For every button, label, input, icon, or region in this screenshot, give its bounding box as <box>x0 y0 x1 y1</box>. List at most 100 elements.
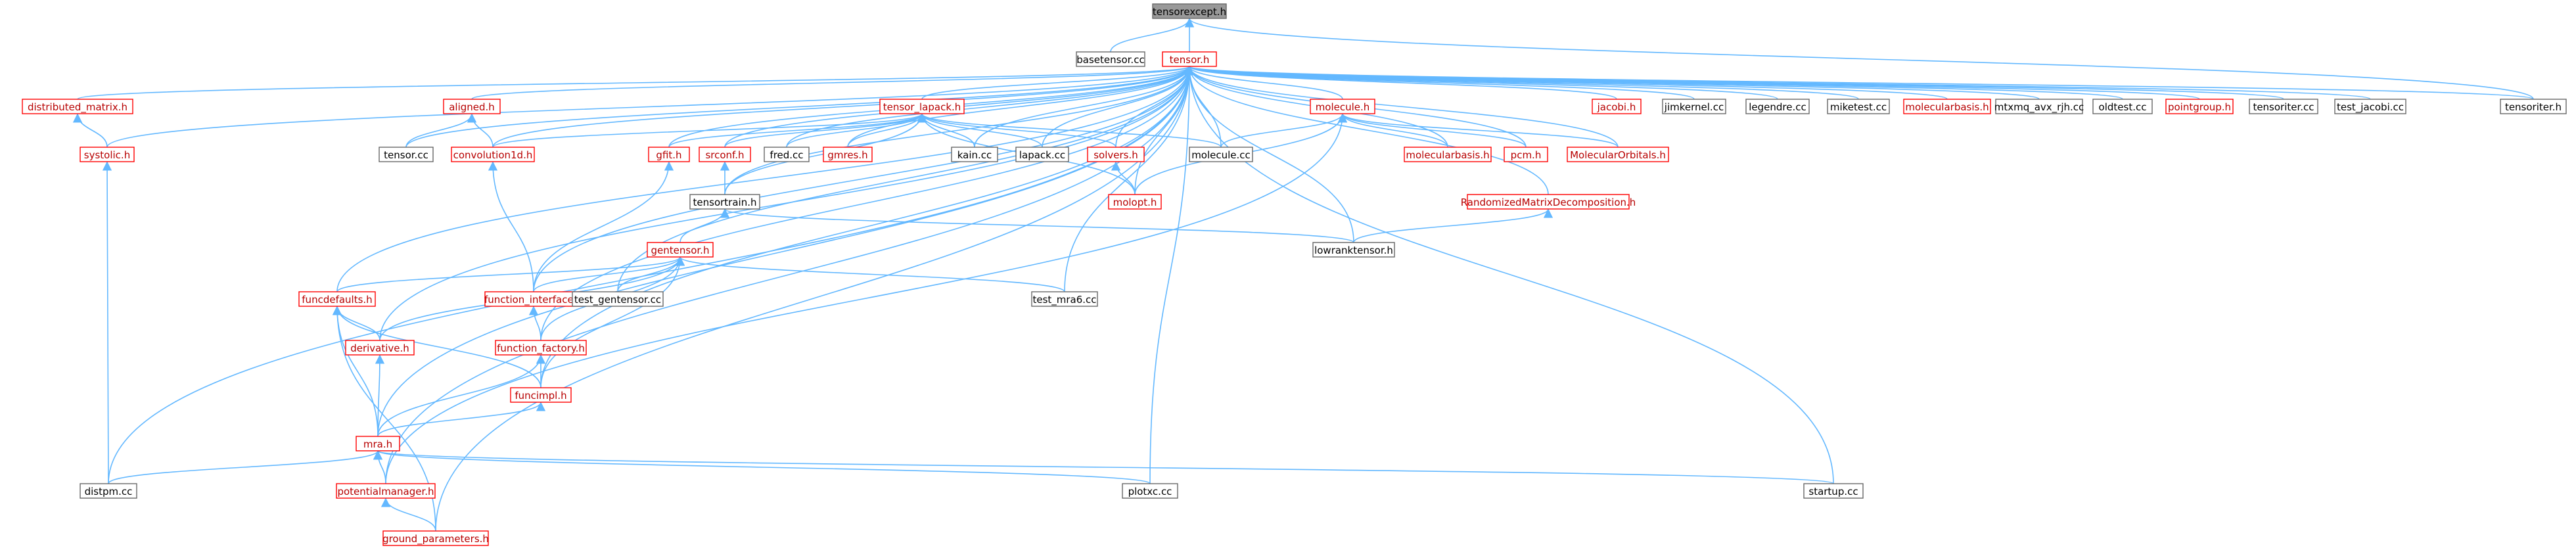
node-box <box>1310 99 1375 114</box>
node-gmres-h[interactable]: gmres.h <box>823 147 873 162</box>
node-gfit-h[interactable]: gfit.h <box>648 147 690 162</box>
node-funcdefaults-h[interactable]: funcdefaults.h <box>298 291 376 307</box>
edge-line <box>336 66 1195 292</box>
edge-distpm_cc-to-mra_h <box>108 450 382 484</box>
node-label: molecularbasis.h <box>1406 149 1489 161</box>
edge-line <box>1185 66 1617 100</box>
node-potentialmanager-h[interactable]: potentialmanager.h <box>336 483 436 499</box>
edge-rmd_h-to-tensor_h <box>1184 66 1549 195</box>
node-jimkernel-cc[interactable]: jimkernel.cc <box>1662 99 1726 114</box>
node-test-gentensor-cc[interactable]: test_gentensor.cc <box>572 291 664 307</box>
edge-line <box>533 256 685 292</box>
node-box <box>1504 147 1548 162</box>
edge-line <box>847 66 1195 148</box>
node-label: tensoriter.cc <box>2253 101 2314 113</box>
node-lowranktensor-h[interactable]: lowranktensor.h <box>1312 242 1395 258</box>
edge-line <box>379 66 1195 341</box>
edge-fred_cc-to-tensor_lapack_h <box>786 113 927 148</box>
node-box <box>1592 99 1642 114</box>
node-mra-h[interactable]: mra.h <box>356 436 400 451</box>
node-tensortrain-h[interactable]: tensortrain.h <box>689 194 760 210</box>
node-tensor-cc[interactable]: tensor.cc <box>379 147 434 162</box>
node-box <box>1152 3 1227 19</box>
node-molecule-cc[interactable]: molecule.cc <box>1189 147 1253 162</box>
node-tensor-h[interactable]: tensor.h <box>1162 51 1217 67</box>
edge-line <box>377 354 546 437</box>
node-tensoriter-cc[interactable]: tensoriter.cc <box>2249 99 2318 114</box>
node-funcimpl-h[interactable]: funcimpl.h <box>510 387 572 403</box>
edge-line <box>974 66 1195 148</box>
edge-distributed_matrix_h-to-tensor_h <box>77 66 1194 100</box>
node-convolution1d-h[interactable]: convolution1d.h <box>451 147 535 162</box>
node-molecule-h[interactable]: molecule.h <box>1310 99 1375 114</box>
node-srconf-h[interactable]: srconf.h <box>699 147 751 162</box>
node-box <box>1404 147 1492 162</box>
node-tensor-lapack-h[interactable]: tensor_lapack.h <box>879 99 965 114</box>
node-ground-parameters-h[interactable]: ground_parameters.h <box>382 530 489 546</box>
node-pcm-h[interactable]: pcm.h <box>1504 147 1548 162</box>
node-molecularorbitals-h[interactable]: MolecularOrbitals.h <box>1567 147 1669 162</box>
edge-derivative_h-to-tensor_h <box>379 66 1195 341</box>
node-miketest-cc[interactable]: miketest.cc <box>1827 99 1890 114</box>
edge-line <box>1184 66 1834 484</box>
node-molopt-h[interactable]: molopt.h <box>1108 194 1162 210</box>
node-box <box>22 99 133 114</box>
node-label: test_jacobi.cc <box>2337 101 2404 114</box>
edge-line <box>917 113 1043 148</box>
node-kain-cc[interactable]: kain.cc <box>951 147 998 162</box>
node-label: tensortrain.h <box>693 196 757 208</box>
node-box <box>510 387 572 403</box>
node-label: molecule.cc <box>1191 149 1251 161</box>
node-function-factory-h[interactable]: function_factory.h <box>495 340 587 356</box>
edge-derivative_h-to-funcdefaults_h <box>332 306 380 341</box>
node-molecularbasis-h[interactable]: molecularbasis.h <box>1404 147 1492 162</box>
node-label: miketest.cc <box>1830 101 1887 113</box>
node-gentensor-h[interactable]: gentensor.h <box>647 242 714 258</box>
node-box <box>298 291 376 307</box>
node-pointgroup-h[interactable]: pointgroup.h <box>2165 99 2234 114</box>
node-lapack-cc[interactable]: lapack.cc <box>1015 147 1069 162</box>
edge-line <box>374 450 1834 484</box>
node-molecularbasis-h-top[interactable]: molecularbasis.h <box>1903 99 1991 114</box>
edge-line <box>1185 18 2534 100</box>
edge-funcimpl_h-to-gentensor_h <box>540 256 685 388</box>
node-function-interface-h[interactable]: function_interface.h <box>484 291 583 307</box>
node-basetensor-cc[interactable]: basetensor.cc <box>1076 51 1145 67</box>
edge-line <box>106 66 1194 148</box>
node-solvers-h[interactable]: solvers.h <box>1087 147 1145 162</box>
node-jacobi-h[interactable]: jacobi.h <box>1592 99 1642 114</box>
edge-oldtest_cc-to-tensor_h <box>1185 66 2123 100</box>
node-aligned-h[interactable]: aligned.h <box>443 99 501 114</box>
edge-lowranktensor_h-to-tensortrain_h <box>720 208 1354 243</box>
edge-plotxc_cc-to-mra_h <box>373 450 1151 484</box>
node-distpm-cc[interactable]: distpm.cc <box>80 483 137 499</box>
node-systolic-h[interactable]: systolic.h <box>80 147 135 162</box>
node-test-jacobi-cc[interactable]: test_jacobi.cc <box>2334 99 2406 114</box>
node-box <box>1903 99 1991 114</box>
node-box <box>1087 147 1145 162</box>
node-oldtest-cc[interactable]: oldtest.cc <box>2092 99 2153 114</box>
node-label: molecularbasis.h <box>1905 101 1989 113</box>
node-label: function_factory.h <box>497 342 585 355</box>
node-derivative-h[interactable]: derivative.h <box>345 340 415 356</box>
node-fred-cc[interactable]: fred.cc <box>764 147 810 162</box>
edge-line <box>108 450 382 484</box>
node-rmd-h[interactable]: RandomizedMatrixDecomposition.h <box>1461 194 1636 210</box>
node-test-mra6-cc[interactable]: test_mra6.cc <box>1031 291 1098 307</box>
edge-kain_cc-to-tensor_h <box>974 66 1195 148</box>
node-label: fred.cc <box>770 149 803 161</box>
node-mtxmq-cc[interactable]: mtxmq_avx_rjh.cc <box>1994 99 2084 114</box>
node-label: gentensor.h <box>651 244 710 256</box>
node-startup-cc[interactable]: startup.cc <box>1803 483 1864 499</box>
node-tensoriter-h[interactable]: tensoriter.h <box>2500 99 2567 114</box>
edge-line <box>467 113 494 148</box>
node-distributed-matrix-h[interactable]: distributed_matrix.h <box>22 99 133 114</box>
edge-line <box>786 113 927 148</box>
node-legendre-cc[interactable]: legendre.cc <box>1745 99 1810 114</box>
node-label: test_gentensor.cc <box>574 294 661 306</box>
node-plotxc-cc[interactable]: plotxc.cc <box>1122 483 1178 499</box>
edge-line <box>377 402 546 437</box>
node-label: basetensor.cc <box>1076 54 1144 66</box>
edge-line <box>1111 161 1136 195</box>
